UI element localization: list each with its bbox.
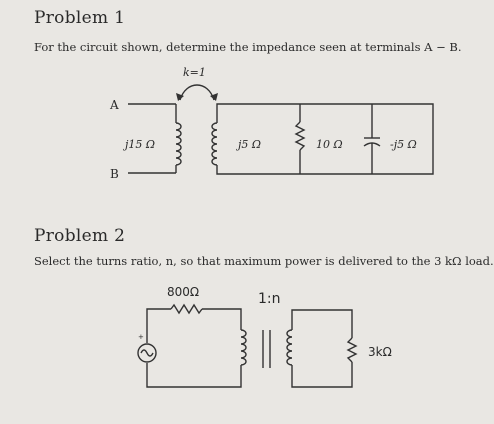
primary-inductor-coil xyxy=(175,122,182,166)
resistor-10-label: 10 Ω xyxy=(316,138,343,151)
secondary-loop-wire xyxy=(216,103,434,175)
turns-ratio-label: 1:n xyxy=(258,291,281,307)
source-plus-sign: + xyxy=(138,333,144,341)
coupling-label: k=1 xyxy=(183,66,206,79)
problem1-circuit-diagram: k=1 A B j15 Ω j5 Ω 10 Ω -j5 Ω + 800Ω xyxy=(109,66,434,388)
secondary-bottom-wire xyxy=(291,362,353,388)
terminal-a-label: A xyxy=(109,98,119,112)
coupling-arrowhead-right xyxy=(210,93,218,101)
ac-source-circle xyxy=(137,343,157,363)
transformer-secondary-coil xyxy=(286,329,293,366)
problem2-heading: Problem 2 xyxy=(34,226,126,246)
problem1-statement: For the circuit shown, determine the imp… xyxy=(34,40,462,54)
primary-right-top-wire xyxy=(202,308,242,330)
secondary-top-wire xyxy=(291,309,353,338)
problem2-statement: Select the turns ratio, n, so that maxim… xyxy=(34,254,494,268)
ac-source-wave xyxy=(140,349,154,357)
capacitor-label: -j5 Ω xyxy=(390,138,417,151)
resistor-10-zigzag xyxy=(294,121,306,151)
terminal-b-label: B xyxy=(110,167,119,181)
resistor-3k-label: 3kΩ xyxy=(368,345,392,359)
source-top-wire xyxy=(146,308,171,343)
resistor-800-label: 800Ω xyxy=(167,285,199,299)
primary-bottom-wire xyxy=(146,363,242,388)
transformer-primary-coil xyxy=(240,329,247,366)
coupling-arrow xyxy=(179,84,215,101)
resistor-3k-zigzag xyxy=(346,337,358,363)
secondary-inductor-coil xyxy=(211,122,218,166)
document-page: Problem 1 For the circuit shown, determi… xyxy=(34,8,494,388)
coupling-arrowhead-left xyxy=(176,93,184,101)
resistor-800-zigzag xyxy=(170,303,203,315)
problem1-heading: Problem 1 xyxy=(34,8,126,28)
primary-inductor-label: j15 Ω xyxy=(122,138,155,151)
secondary-inductor-label: j5 Ω xyxy=(235,138,261,151)
